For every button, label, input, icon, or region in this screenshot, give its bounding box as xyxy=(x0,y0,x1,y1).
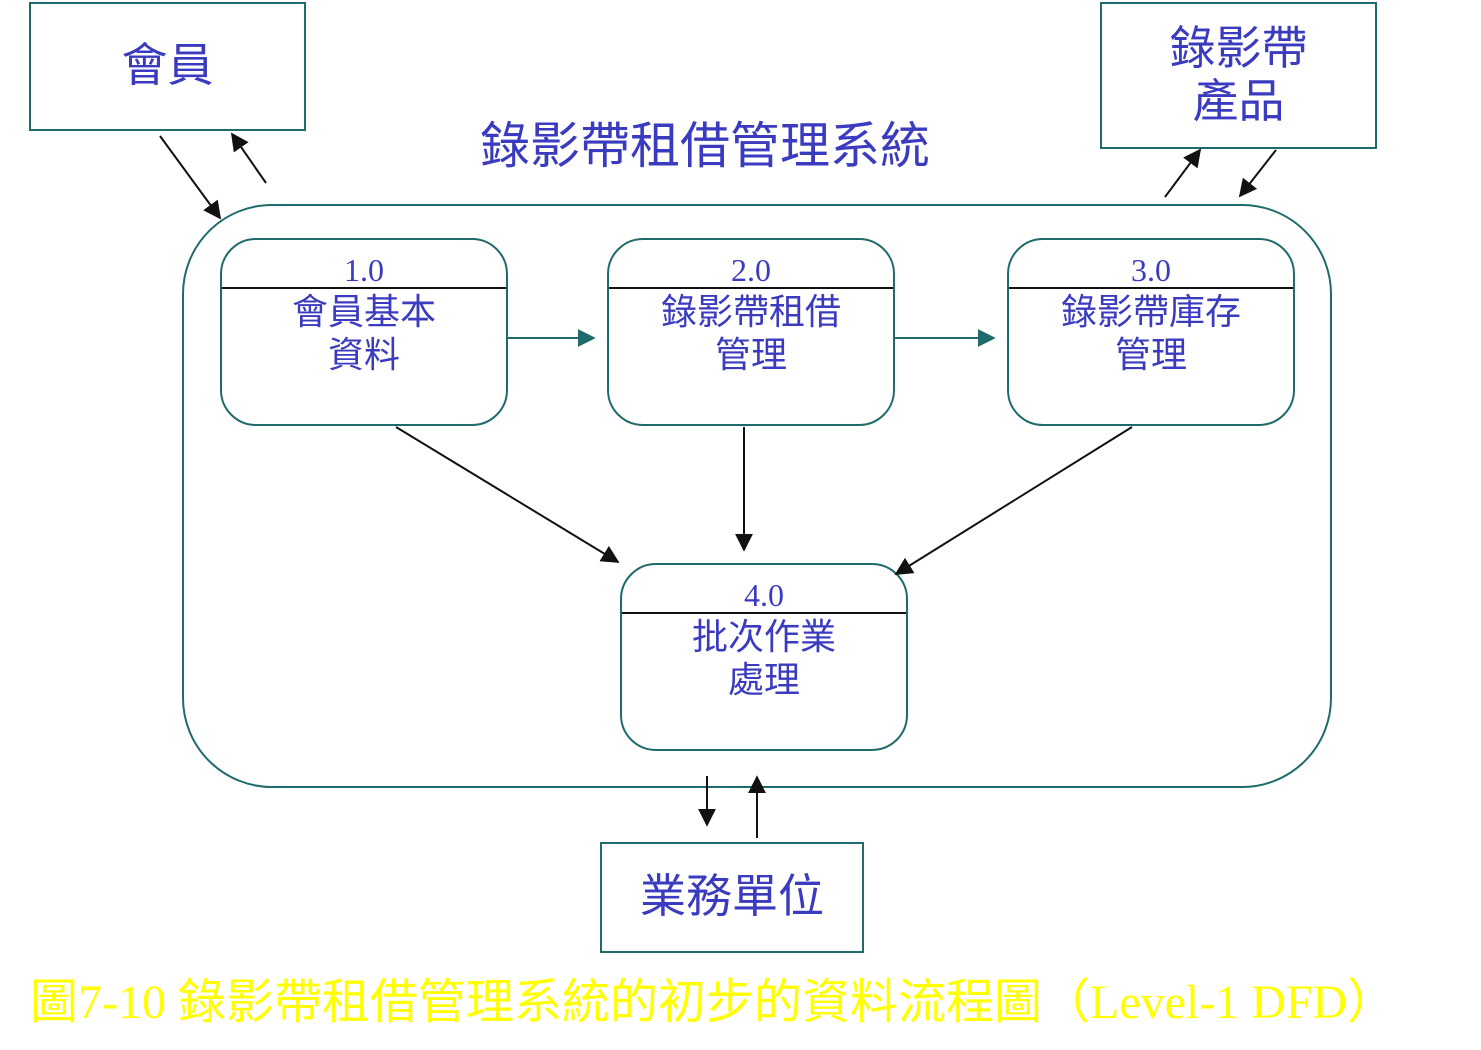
flow-process-1-to-process-4 xyxy=(395,426,620,563)
process-2: 2.0 錄影帶租借 管理 xyxy=(607,238,895,426)
process-4: 4.0 批次作業 處理 xyxy=(620,563,908,751)
figure-caption: 圖7-10 錄影帶租借管理系統的初步的資料流程圖（Level-1 DFD） xyxy=(30,976,1396,1029)
process-3: 3.0 錄影帶庫存 管理 xyxy=(1007,238,1295,426)
flow-system-to-member xyxy=(230,132,267,184)
entity-business-unit-label: 業務單位 xyxy=(640,871,824,923)
process-2-label: 錄影帶租借 管理 xyxy=(609,289,893,377)
flow-tape-product-to-system xyxy=(1238,149,1277,198)
flow-process-3-to-process-4 xyxy=(894,426,1133,575)
process-1: 1.0 會員基本 資料 xyxy=(220,238,508,426)
entity-member-label: 會員 xyxy=(121,40,214,92)
flow-system-to-tape-product xyxy=(1164,148,1202,198)
process-3-label-line-2: 管理 xyxy=(1114,335,1187,376)
process-1-label-line-1: 會員基本 xyxy=(291,292,436,332)
entity-tape-product: 錄影帶 產品 xyxy=(1100,2,1377,149)
process-1-number: 1.0 xyxy=(222,240,506,289)
process-3-number: 3.0 xyxy=(1009,240,1293,289)
process-3-label-line-1: 錄影帶庫存 xyxy=(1060,292,1241,332)
process-1-label: 會員基本 資料 xyxy=(222,289,506,377)
process-2-label-line-1: 錄影帶租借 xyxy=(660,292,841,332)
process-3-label: 錄影帶庫存 管理 xyxy=(1009,289,1293,377)
process-4-label-line-1: 批次作業 xyxy=(691,617,836,657)
process-1-label-line-2: 資料 xyxy=(327,335,400,376)
process-4-label-line-2: 處理 xyxy=(727,660,800,701)
flow-member-to-system xyxy=(159,135,222,220)
process-4-label: 批次作業 處理 xyxy=(622,614,906,702)
entity-tape-product-line-1: 錄影帶 xyxy=(1169,22,1308,74)
process-2-number: 2.0 xyxy=(609,240,893,289)
entity-business-unit: 業務單位 xyxy=(600,842,864,953)
process-2-label-line-2: 管理 xyxy=(714,335,787,376)
process-4-number: 4.0 xyxy=(622,565,906,614)
entity-member: 會員 xyxy=(29,2,306,131)
system-title: 錄影帶租借管理系統 xyxy=(480,118,930,174)
entity-tape-product-line-2: 產品 xyxy=(1192,75,1285,127)
